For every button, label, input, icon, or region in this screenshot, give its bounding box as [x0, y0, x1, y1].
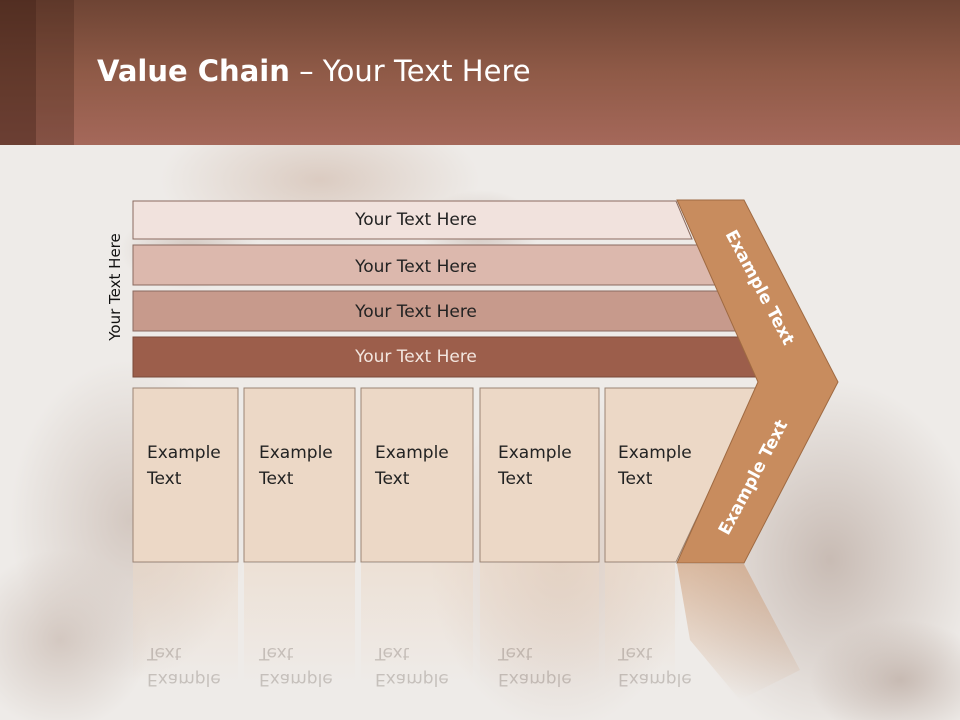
box-5-line1: Example — [618, 443, 692, 463]
box-3-reflection — [361, 563, 473, 683]
box-text-reflections: Example Text Example Text Example Text E… — [146, 643, 692, 689]
bar-1-label: Your Text Here — [354, 210, 477, 230]
box-3-line2: Text — [375, 469, 410, 489]
margin-chevron-reflection — [677, 564, 800, 700]
box-4-line2: Text — [498, 469, 533, 489]
box-1-reflection-line1: Example — [147, 669, 221, 689]
box-5-reflection-line1: Example — [618, 669, 692, 689]
bar-3-label: Your Text Here — [354, 302, 477, 322]
box-3-line1: Example — [375, 443, 449, 463]
box-4 — [479, 387, 600, 563]
box-2 — [243, 387, 356, 563]
bar-2-label: Your Text Here — [354, 257, 477, 277]
header-stripe-dark — [0, 0, 36, 145]
box-2-line1: Example — [259, 443, 333, 463]
box-1-line1: Example — [147, 443, 221, 463]
margin-chevron — [676, 199, 839, 564]
box-1 — [132, 387, 239, 563]
box-4-reflection-line1: Example — [498, 669, 572, 689]
box-1-line2: Text — [147, 469, 182, 489]
box-1-reflection — [133, 563, 238, 683]
box-2-reflection-line2: Text — [258, 643, 294, 663]
box-3-reflection-line1: Example — [375, 669, 449, 689]
box-5-text: Example Text — [618, 440, 713, 492]
header-stripe-mid — [36, 0, 74, 145]
box-2-line2: Text — [259, 469, 294, 489]
box-3 — [360, 387, 474, 563]
box-5-line2: Text — [618, 469, 653, 489]
box-4-text: Example Text — [498, 440, 593, 492]
bar-1 — [132, 200, 693, 240]
title-rest: – Your Text Here — [289, 54, 531, 88]
box-4-reflection — [480, 563, 599, 683]
box-5-reflection-line2: Text — [617, 643, 653, 663]
box-2-text: Example Text — [259, 440, 354, 492]
box-3-text: Example Text — [375, 440, 470, 492]
box-1-text: Example Text — [147, 440, 242, 492]
box-5-reflection — [605, 563, 675, 683]
box-1-reflection-line2: Text — [146, 643, 182, 663]
box-4-reflection-line2: Text — [497, 643, 533, 663]
bar-4-label: Your Text Here — [354, 347, 477, 367]
box-3-reflection-line2: Text — [374, 643, 410, 663]
box-2-reflection — [244, 563, 355, 683]
header-banner: Value Chain – Your Text Here — [0, 0, 960, 145]
box-5 — [604, 387, 759, 563]
slide-title: Value Chain – Your Text Here — [97, 54, 531, 88]
title-bold: Value Chain — [97, 54, 290, 88]
box-2-reflection-line1: Example — [259, 669, 333, 689]
box-4-line1: Example — [498, 443, 572, 463]
